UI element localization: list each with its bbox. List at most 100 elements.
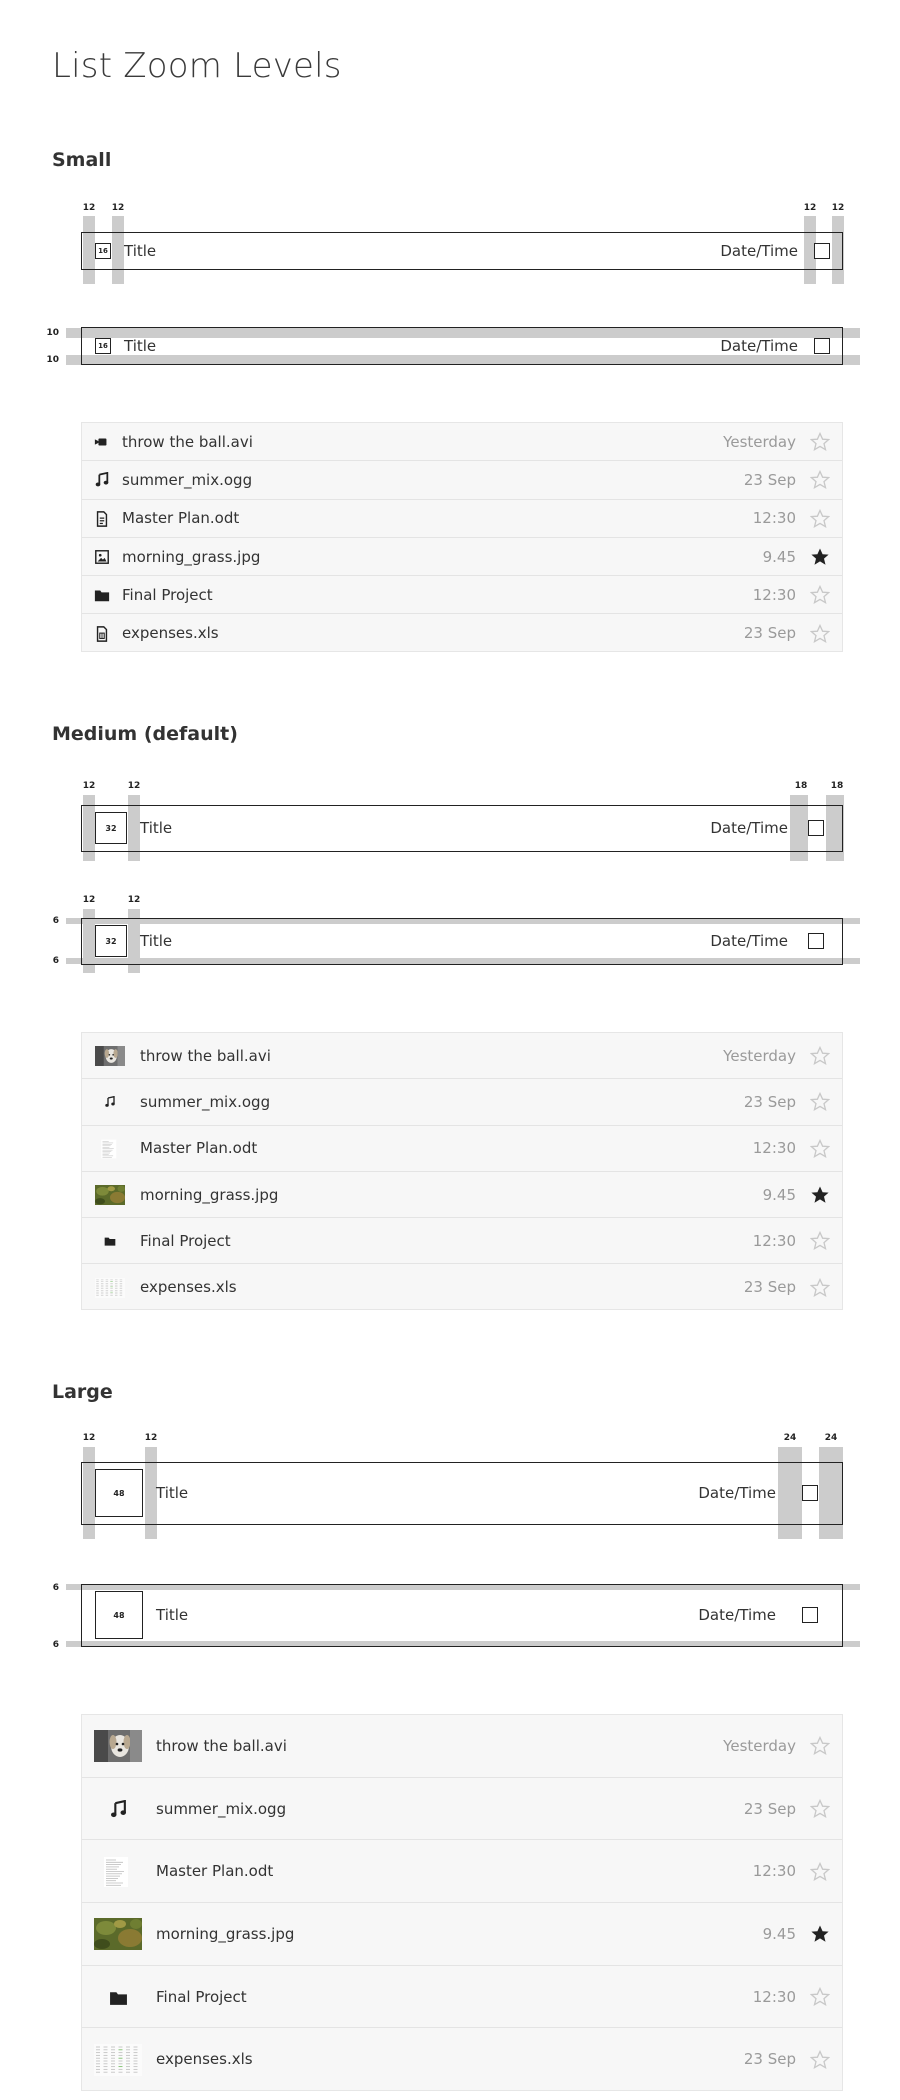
file-name: throw the ball.avi xyxy=(156,1736,287,1755)
star-icon[interactable] xyxy=(809,1092,831,1112)
demo-title: Title xyxy=(124,242,157,260)
star-icon[interactable] xyxy=(809,623,831,644)
demo-date: Date/Time xyxy=(720,242,798,260)
spacing-guide xyxy=(804,216,816,284)
file-name: summer_mix.ogg xyxy=(156,1799,287,1818)
file-name: Master Plan.odt xyxy=(140,1139,258,1158)
measure-label: 12 xyxy=(82,203,96,213)
star-icon[interactable] xyxy=(809,1987,831,2007)
file-date: Yesterday xyxy=(723,432,796,451)
star-icon[interactable] xyxy=(809,1736,831,1756)
file-date: 9.45 xyxy=(762,547,796,566)
padding-guide xyxy=(66,355,860,365)
demo-row: 32 Title Date/Time xyxy=(81,805,843,852)
folder-icon xyxy=(94,587,110,603)
measure-label: 12 xyxy=(111,203,125,213)
file-name: Master Plan.odt xyxy=(122,509,240,528)
star-icon[interactable] xyxy=(809,1277,831,1298)
star-icon[interactable] xyxy=(809,1861,831,1882)
file-date: 12:30 xyxy=(752,509,796,528)
icon-placeholder: 32 xyxy=(95,812,127,844)
measure-label: 12 xyxy=(82,781,96,791)
file-date: Yesterday xyxy=(723,1046,796,1065)
star-icon[interactable] xyxy=(809,432,831,452)
star-icon[interactable] xyxy=(809,508,831,529)
measure-label: 12 xyxy=(831,203,845,213)
list-item[interactable]: summer_mix.ogg 23 Sep xyxy=(82,1778,842,1841)
grass-photo-thumbnail xyxy=(94,1918,142,1951)
list-item[interactable]: Master Plan.odt 12:30 xyxy=(82,500,842,538)
file-date: 9.45 xyxy=(762,1185,796,1204)
folder-icon xyxy=(94,1981,142,2013)
checkbox-placeholder xyxy=(802,1485,818,1501)
file-date: 12:30 xyxy=(752,1231,796,1250)
list-item[interactable]: Final Project 12:30 xyxy=(82,1966,842,2029)
measure-label: 10 xyxy=(46,355,59,365)
star-icon[interactable] xyxy=(809,1798,831,1819)
icon-placeholder: 16 xyxy=(95,338,111,354)
file-name: Final Project xyxy=(122,585,213,604)
file-date: 12:30 xyxy=(752,585,796,604)
padding-guide xyxy=(66,918,860,924)
document-icon xyxy=(94,510,110,527)
demo-title: Title xyxy=(140,819,173,837)
file-name: morning_grass.jpg xyxy=(122,547,261,566)
dog-photo-thumbnail xyxy=(94,1046,126,1067)
demo-row: 32 Title Date/Time xyxy=(81,918,843,965)
section-title-small: Small xyxy=(52,149,112,171)
measure-label: 24 xyxy=(824,1433,838,1443)
spacing-guide xyxy=(128,909,140,973)
file-name: Final Project xyxy=(140,1231,231,1250)
file-date: 23 Sep xyxy=(743,1799,796,1818)
spreadsheet-page-thumbnail xyxy=(94,2043,142,2076)
file-name: morning_grass.jpg xyxy=(156,1924,295,1943)
icon-placeholder: 48 xyxy=(95,1591,143,1639)
spacing-guide xyxy=(790,795,808,861)
file-name: Final Project xyxy=(156,1987,247,2006)
spacing-guide xyxy=(145,1447,157,1539)
demo-date: Date/Time xyxy=(720,337,798,355)
measure-label: 12 xyxy=(82,1433,96,1443)
demo-date: Date/Time xyxy=(698,1484,776,1502)
star-filled-icon[interactable] xyxy=(810,1185,830,1205)
measure-label: 12 xyxy=(82,895,96,905)
star-icon[interactable] xyxy=(809,470,831,490)
file-date: 23 Sep xyxy=(743,2050,796,2069)
file-date: 23 Sep xyxy=(743,624,796,643)
demo-row: 48 Title Date/Time xyxy=(81,1462,843,1525)
star-icon[interactable] xyxy=(809,585,831,605)
checkbox-placeholder xyxy=(808,820,824,836)
music-icon xyxy=(94,1793,142,1825)
star-icon[interactable] xyxy=(809,1046,831,1066)
star-filled-icon[interactable] xyxy=(810,547,830,567)
spacing-guide xyxy=(83,795,95,861)
list-item[interactable]: Final Project 12:30 xyxy=(82,576,842,615)
icon-placeholder: 16 xyxy=(95,243,111,259)
file-date: 12:30 xyxy=(752,1987,796,2006)
measure-label: 6 xyxy=(52,1583,59,1593)
star-icon[interactable] xyxy=(809,1231,831,1251)
star-icon[interactable] xyxy=(809,2049,831,2070)
star-filled-icon[interactable] xyxy=(810,1924,830,1944)
demo-row: 16 Title Date/Time xyxy=(81,232,843,270)
list-item[interactable]: Final Project 12:30 xyxy=(82,1218,842,1265)
spacing-guide xyxy=(826,795,844,861)
list-item[interactable]: morning_grass.jpg 9.45 xyxy=(82,538,842,577)
star-icon[interactable] xyxy=(809,1138,831,1159)
spreadsheet-page-thumbnail xyxy=(94,1277,126,1298)
music-icon xyxy=(94,472,110,488)
